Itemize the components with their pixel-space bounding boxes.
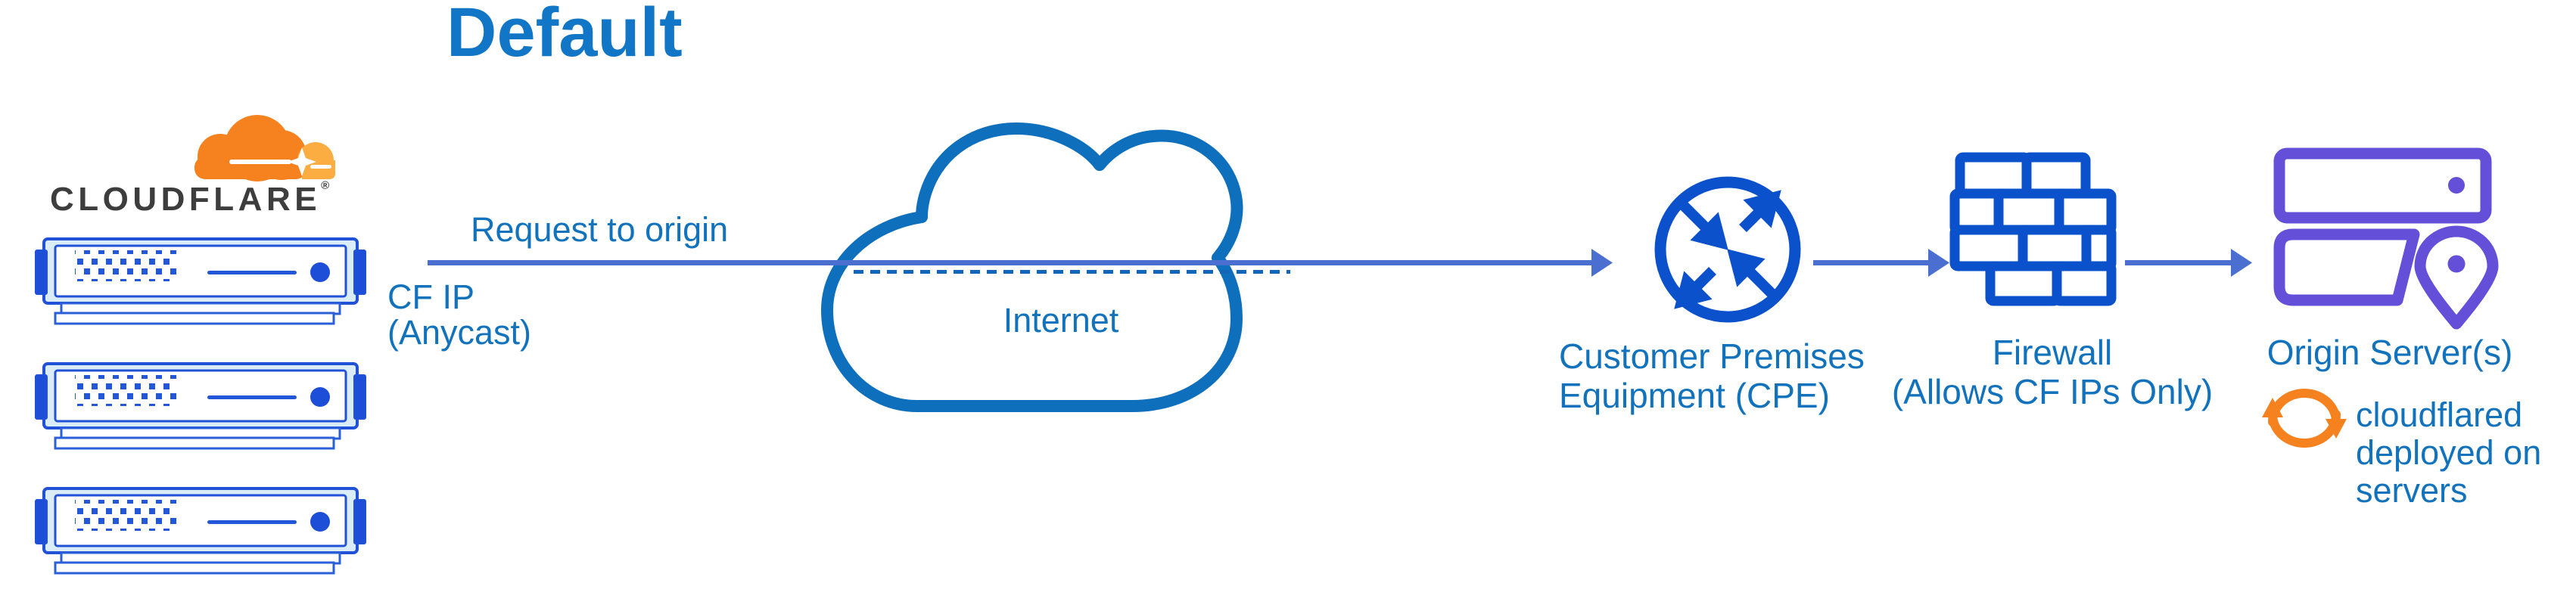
cloudflared-note-line2: deployed on: [2356, 433, 2542, 472]
cpe-label-line2: Equipment (CPE): [1559, 376, 1830, 415]
cloudflare-wordmark-text: CLOUDFLARE: [50, 181, 322, 218]
internet-label: Internet: [1003, 301, 1119, 340]
request-to-origin-label: Request to origin: [471, 210, 729, 249]
origin-server-label: Origin Server(s): [2266, 333, 2513, 372]
cloudflared-note-line1: cloudflared: [2356, 395, 2523, 434]
firewall-label-line1: Firewall: [1992, 333, 2113, 372]
firewall-to-origin-arrow: [2125, 249, 2252, 277]
cpe-router-icon: [1654, 176, 1801, 323]
internet-cloud-icon: [821, 122, 1243, 412]
cf-ip-label-line2: (Anycast): [387, 313, 532, 352]
cloudflare-server-rack: [34, 362, 367, 450]
firewall-icon: [1949, 152, 2117, 306]
cpe-to-firewall-arrow: [1813, 249, 1949, 277]
registered-mark: ®: [321, 179, 330, 192]
cloudflared-sync-icon: [2262, 389, 2347, 448]
location-pin-icon: [2414, 225, 2499, 330]
cloudflared-note-line3: servers: [2356, 471, 2468, 510]
page-title: Default: [446, 0, 683, 71]
request-arrow: [428, 249, 1613, 277]
cloudflare-server-rack: [34, 237, 367, 325]
cpe-label-line1: Customer Premises: [1559, 336, 1865, 376]
cloudflare-wordmark: CLOUDFLARE®: [50, 179, 330, 218]
firewall-label-line2: (Allows CF IPs Only): [1891, 372, 2214, 411]
cloudflare-server-rack: [34, 487, 367, 575]
origin-server-icon: [2273, 147, 2499, 330]
cf-ip-label-line1: CF IP: [387, 278, 475, 316]
cloudflare-logo-icon: [194, 115, 335, 181]
